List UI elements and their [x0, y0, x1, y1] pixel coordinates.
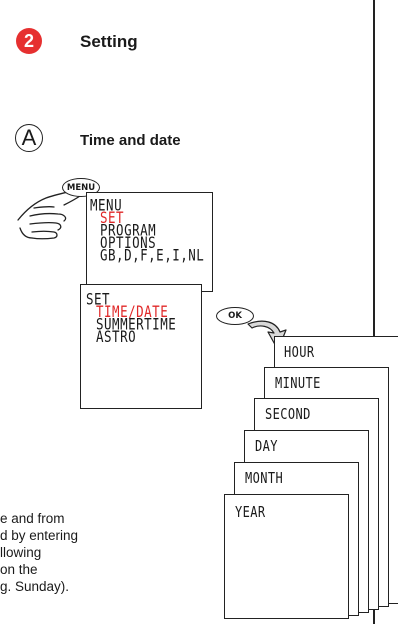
main-menu-item[interactable]: GB,D,F,E,I,NL: [100, 245, 205, 264]
setting-card-label: MONTH: [245, 469, 284, 487]
main-menu-item[interactable]: SET: [100, 207, 125, 227]
main-menu-item[interactable]: OPTIONS: [100, 232, 157, 252]
main-menu-list: MENU SET PROGRAM OPTIONS GB,D,F,E,I,NL: [90, 195, 205, 264]
subsection-title: Time and date: [80, 132, 181, 149]
main-menu-item[interactable]: PROGRAM: [100, 220, 157, 239]
main-menu-item[interactable]: MENU: [90, 195, 123, 214]
set-menu-item[interactable]: SUMMERTIME: [96, 314, 177, 333]
menu-button-label: MENU: [66, 182, 96, 193]
setting-card-label: HOUR: [284, 343, 315, 361]
body-line: e and from: [0, 511, 65, 526]
subsection-letter-badge: A: [15, 124, 43, 152]
step-number-badge: 2: [16, 28, 42, 54]
set-menu-item[interactable]: TIME/DATE: [96, 301, 169, 321]
body-line: llowing: [0, 545, 42, 560]
ok-button-label: OK: [228, 311, 242, 321]
section-title: Setting: [80, 32, 138, 51]
set-menu-item[interactable]: SET: [86, 289, 111, 308]
setting-card-label: MINUTE: [275, 374, 321, 392]
ok-button[interactable]: OK: [216, 307, 254, 325]
setting-card-label: YEAR: [235, 503, 266, 521]
body-line: on the: [0, 562, 38, 577]
setting-card-year[interactable]: YEAR: [224, 494, 349, 619]
hand-pointing-icon: [17, 189, 83, 240]
set-menu-item[interactable]: ASTRO: [96, 326, 137, 346]
set-menu-list: SET TIME/DATE SUMMERTIME ASTRO: [86, 289, 177, 346]
body-line: d by entering: [0, 528, 79, 543]
setting-card-label: SECOND: [265, 405, 311, 423]
margin-line-top: [373, 0, 375, 370]
set-menu-screen: SET TIME/DATE SUMMERTIME ASTRO: [80, 284, 202, 409]
body-text: e and from d by entering llowing on the …: [0, 510, 230, 595]
body-line: g. Sunday).: [0, 579, 70, 594]
main-menu-screen: MENU SET PROGRAM OPTIONS GB,D,F,E,I,NL: [86, 192, 213, 292]
setting-card-label: DAY: [255, 437, 278, 455]
